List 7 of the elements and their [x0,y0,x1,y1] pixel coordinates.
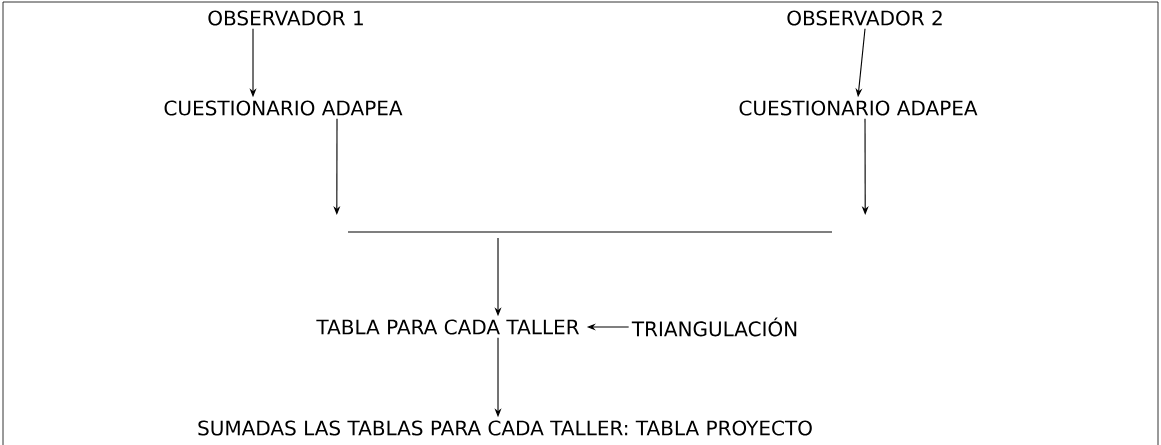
text-label: OBSERVADOR 1 [208,10,363,26]
text-label: CUESTIONARIO ADAPEA [164,100,403,116]
text-label: OBSERVADOR 2 [787,10,942,26]
text-label: TABLA PARA CADA TALLER [316,319,579,335]
text-label: SUMADAS LAS TABLAS PARA CADA TALLER: TABLA PROYECTO [198,420,812,436]
text-label: TRIANGULACIÓN [631,317,797,337]
text-label: CUESTIONARIO ADAPEA [739,100,978,116]
